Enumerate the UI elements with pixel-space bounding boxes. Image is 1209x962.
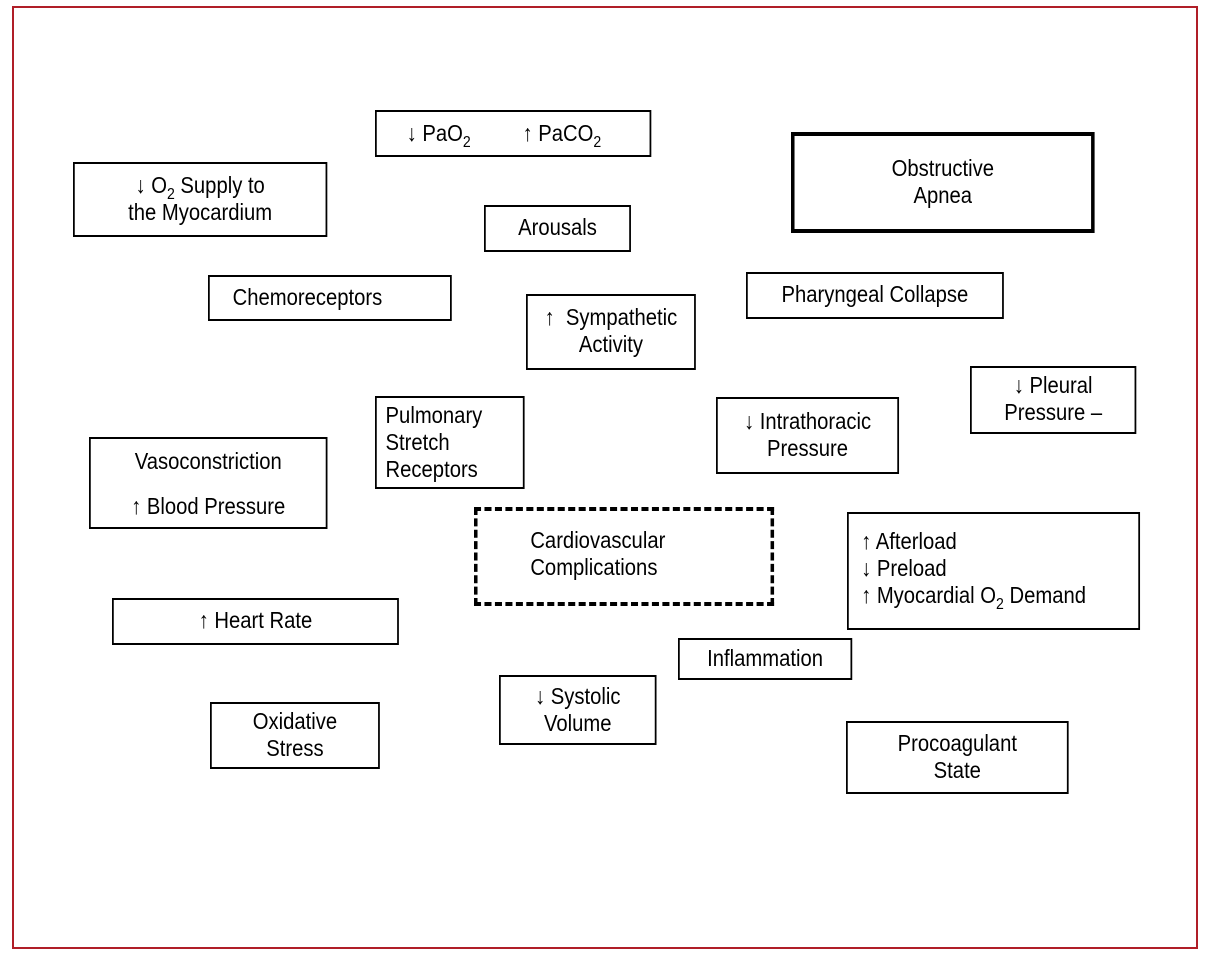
node-arousals: Arousals xyxy=(484,205,631,252)
arousals-label: Arousals xyxy=(518,214,597,240)
down-arrow-icon: ↓ xyxy=(135,172,146,198)
node-pleural-pressure: ↓ Pleural Pressure – xyxy=(970,366,1137,434)
node-pao2-paco2: ↓ PaO2 ↑ PaCO2 xyxy=(375,110,652,157)
down-arrow-icon: ↓ xyxy=(1013,372,1024,398)
blood-pressure-label: Blood Pressure xyxy=(146,493,286,519)
node-pulmonary-stretch-receptors: Pulmonary Stretch Receptors xyxy=(375,396,525,489)
sympathetic-label: Sympathetic xyxy=(565,304,678,330)
node-inflammation: Inflammation xyxy=(678,638,853,680)
myocardium-label: the Myocardium xyxy=(128,199,273,225)
supply-to-label: Supply to xyxy=(174,172,265,198)
diagram-frame xyxy=(12,6,1198,949)
demand-label: Demand xyxy=(1003,582,1087,608)
myocardial-o2-label: Myocardial O xyxy=(876,582,997,608)
stretch-label: Stretch xyxy=(385,429,450,455)
subscript: 2 xyxy=(996,596,1004,613)
node-afterload-preload: ↑ Afterload ↓ Preload ↑ Myocardial O2 De… xyxy=(847,512,1141,630)
node-intrathoracic-pressure: ↓ Intrathoracic Pressure xyxy=(716,397,900,474)
up-arrow-icon: ↑ xyxy=(544,304,555,330)
heart-rate-label: Heart Rate xyxy=(214,607,313,633)
paco2-label: PaCO xyxy=(538,120,594,146)
afterload-label: Afterload xyxy=(875,528,957,554)
complications-label: Complications xyxy=(530,554,658,580)
pressure-label: Pressure – xyxy=(1004,399,1103,425)
pao2-label: PaO xyxy=(422,120,463,146)
up-arrow-icon: ↑ xyxy=(861,528,872,554)
pulmonary-label: Pulmonary xyxy=(385,402,483,428)
inflammation-label: Inflammation xyxy=(707,645,824,671)
procoagulant-label: Procoagulant xyxy=(897,730,1017,756)
up-arrow-icon: ↑ xyxy=(198,607,209,633)
up-arrow-icon: ↑ xyxy=(522,120,533,146)
stress-label: Stress xyxy=(266,735,324,761)
node-obstructive-apnea: Obstructive Apnea xyxy=(791,132,1095,233)
state-label: State xyxy=(933,757,981,783)
node-heart-rate: ↑ Heart Rate xyxy=(112,598,399,645)
vasoconstriction-label: Vasoconstriction xyxy=(134,448,282,474)
down-arrow-icon: ↓ xyxy=(535,683,546,709)
node-pharyngeal-collapse: Pharyngeal Collapse xyxy=(746,272,1004,319)
oxidative-label: Oxidative xyxy=(252,708,338,734)
up-arrow-icon: ↑ xyxy=(861,582,872,608)
node-cardiovascular-complications: Cardiovascular Complications xyxy=(474,507,775,606)
down-arrow-icon: ↓ xyxy=(406,120,417,146)
subscript: 2 xyxy=(462,134,471,151)
preload-label: Preload xyxy=(876,555,947,581)
node-oxidative-stress: Oxidative Stress xyxy=(210,702,380,769)
receptors-label: Receptors xyxy=(385,456,478,482)
activity-label: Activity xyxy=(578,331,643,357)
systolic-label: Systolic xyxy=(550,683,621,709)
node-procoagulant-state: Procoagulant State xyxy=(846,721,1069,794)
up-arrow-icon: ↑ xyxy=(131,493,142,519)
node-sympathetic-activity: ↑ Sympathetic Activity xyxy=(526,294,696,370)
o2-label: O xyxy=(151,172,167,198)
pharyngeal-label: Pharyngeal Collapse xyxy=(781,281,969,307)
node-vasoconstriction: Vasoconstriction ↑ Blood Pressure xyxy=(89,437,328,529)
node-o2-supply: ↓ O2 Supply to the Myocardium xyxy=(73,162,328,237)
pressure-label: Pressure xyxy=(767,435,849,461)
down-arrow-icon: ↓ xyxy=(743,408,755,434)
subscript: 2 xyxy=(166,186,175,203)
node-chemoreceptors: Chemoreceptors xyxy=(208,275,452,321)
pleural-label: Pleural xyxy=(1029,372,1093,398)
intrathoracic-label: Intrathoracic xyxy=(759,408,872,434)
obstructive-label: Obstructive xyxy=(891,155,994,181)
chemoreceptors-label: Chemoreceptors xyxy=(232,284,383,310)
cardiovascular-label: Cardiovascular xyxy=(530,527,666,553)
subscript: 2 xyxy=(593,134,602,151)
volume-label: Volume xyxy=(544,710,612,736)
apnea-label: Apnea xyxy=(913,182,973,208)
down-arrow-icon: ↓ xyxy=(861,555,872,581)
node-systolic-volume: ↓ Systolic Volume xyxy=(499,675,657,745)
